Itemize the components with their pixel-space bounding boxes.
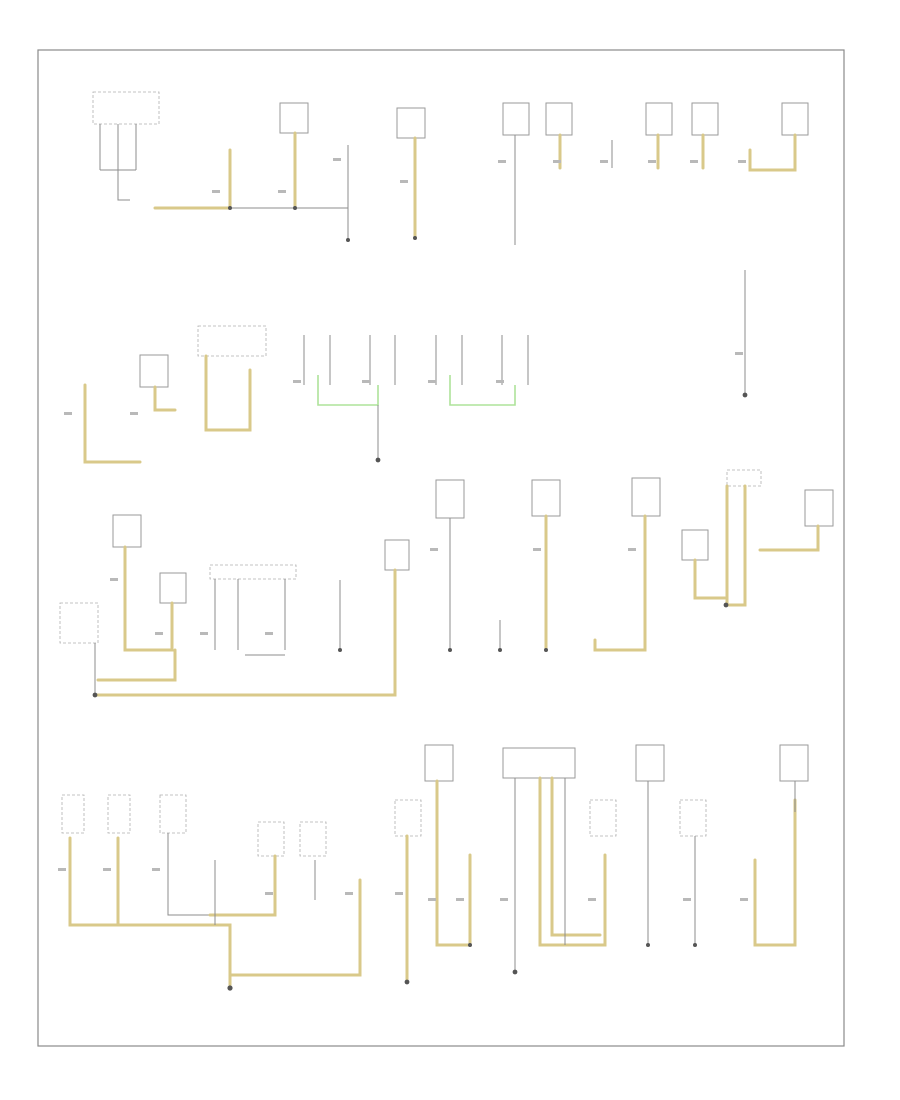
component-box	[299, 821, 327, 857]
row-4-components	[61, 744, 809, 987]
component-box	[394, 799, 422, 837]
ground-point	[338, 648, 342, 652]
diagram-frame	[37, 49, 845, 1047]
component-box	[635, 744, 665, 782]
component-box	[502, 102, 530, 136]
wire-yellow	[725, 484, 747, 607]
component-box	[726, 469, 762, 487]
ground-point	[448, 648, 452, 652]
component-box	[59, 602, 99, 644]
ground-points	[92, 206, 748, 991]
wire-yellow	[693, 558, 727, 600]
component-box	[384, 539, 410, 571]
ground-point	[293, 206, 297, 210]
wire-yellow	[228, 878, 362, 977]
ground-point	[742, 392, 748, 398]
component-box	[139, 354, 169, 388]
wire-yellow	[753, 798, 797, 947]
component-box	[691, 102, 719, 136]
wire-yellow	[153, 385, 177, 412]
wire-green	[449, 375, 516, 406]
component-box	[545, 102, 573, 136]
ground-point	[544, 648, 548, 652]
component-box	[197, 325, 267, 357]
ground-point	[375, 457, 381, 463]
wire-yellow	[83, 383, 142, 464]
row-1-components	[92, 91, 809, 245]
wire-black	[99, 124, 137, 201]
ground-point	[413, 236, 417, 240]
wire-black	[167, 833, 210, 916]
component-box	[781, 102, 809, 136]
wire-yellow	[748, 133, 797, 172]
wire-black	[303, 335, 529, 385]
wire-yellow	[538, 776, 607, 947]
component-box	[645, 102, 673, 136]
ground-point	[468, 943, 472, 947]
ground-point	[512, 969, 518, 975]
wire-black	[214, 860, 316, 925]
component-box	[679, 799, 707, 837]
component-box	[804, 489, 834, 527]
ground-point	[227, 985, 233, 991]
wire-yellow	[68, 836, 232, 987]
component-box	[61, 794, 85, 834]
wire-yellow	[593, 514, 647, 652]
component-box	[531, 479, 561, 517]
ground-point	[228, 206, 232, 210]
wire-yellow	[93, 568, 397, 697]
component-box	[396, 107, 426, 139]
row-3-components	[59, 469, 834, 697]
component-box	[631, 477, 661, 517]
ground-point	[498, 648, 502, 652]
wire-yellow	[550, 776, 602, 937]
wire-yellow	[758, 524, 820, 552]
ground-point	[92, 692, 98, 698]
wire-black	[564, 778, 696, 945]
component-box	[257, 821, 285, 857]
wire-black	[214, 518, 501, 650]
wire-yellow	[204, 354, 252, 432]
wire-yellow	[435, 779, 472, 947]
ground-point	[646, 943, 650, 947]
wire-yellow	[153, 148, 232, 210]
ground-point	[346, 238, 350, 242]
wire-yellow	[123, 545, 174, 652]
component-box	[112, 514, 142, 548]
row-2-components	[83, 270, 746, 464]
connector-marks	[58, 158, 748, 901]
component-box	[107, 794, 131, 834]
component-box	[681, 529, 709, 561]
wire-yellow	[208, 854, 277, 917]
component-box	[92, 91, 160, 125]
wire-green	[317, 375, 379, 406]
component-box	[279, 102, 309, 134]
component-box	[209, 564, 297, 580]
component-box	[779, 744, 809, 782]
ground-point	[723, 602, 729, 608]
component-box	[424, 744, 454, 782]
ground-point	[404, 979, 410, 985]
component-box	[589, 799, 617, 837]
component-box	[435, 479, 465, 519]
ground-point	[693, 943, 697, 947]
component-box	[159, 572, 187, 604]
component-box	[159, 794, 187, 834]
wire-black	[230, 207, 349, 240]
component-box	[502, 747, 576, 779]
wire-yellow	[96, 648, 177, 682]
